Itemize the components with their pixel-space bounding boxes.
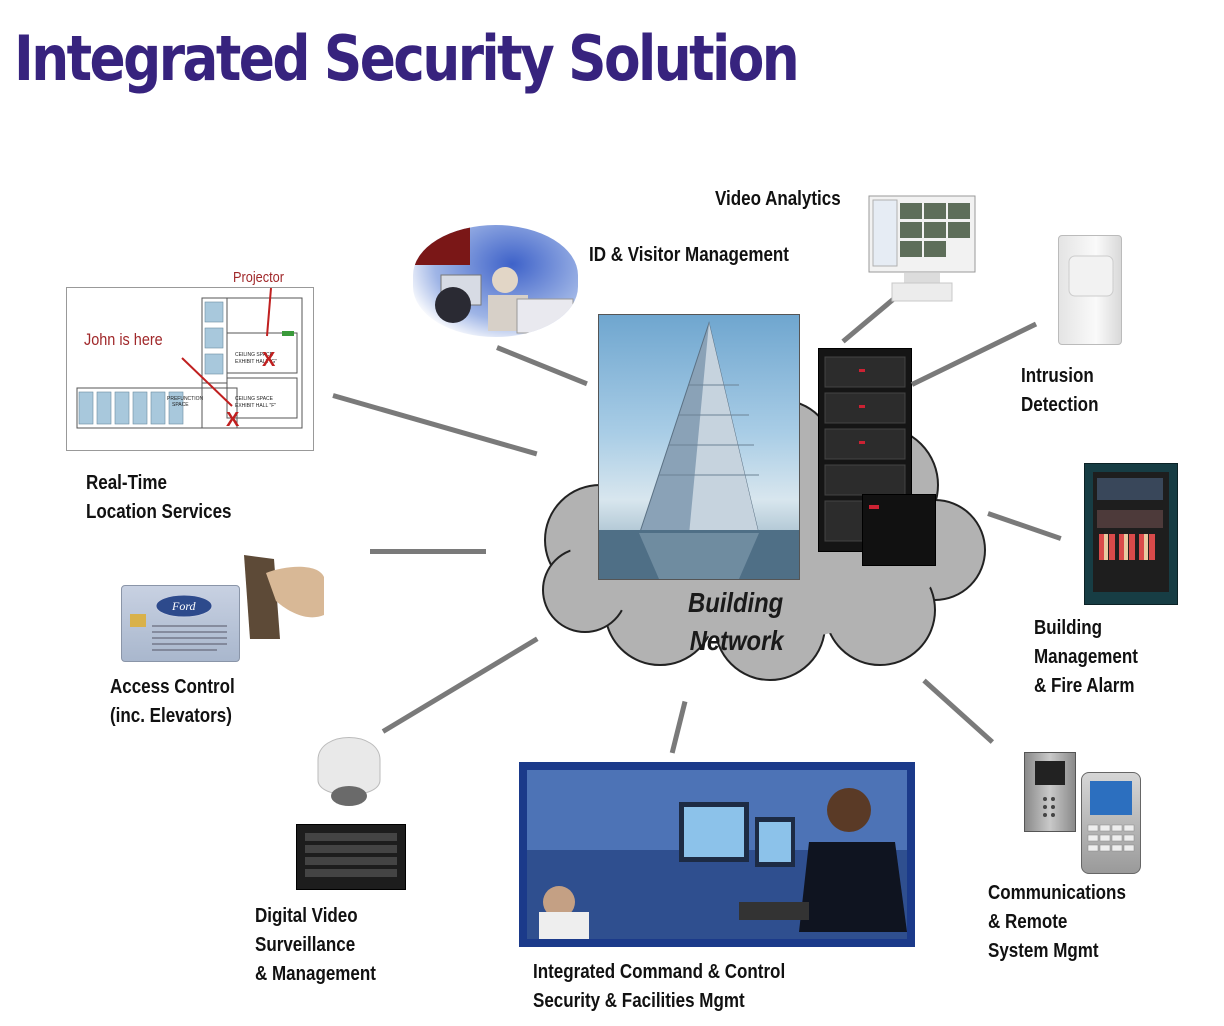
floorplan-room-6: SPACE [172, 402, 189, 408]
projector-annotation: Projector [233, 269, 285, 286]
building-network-label: Building Network [688, 584, 784, 660]
comms-label: Communications & Remote System Mgmt [988, 879, 1126, 966]
floorplan-room-4: EXHIBIT HALL "F" [235, 403, 276, 409]
id-visitor-label-line1: ID & Visitor Management [589, 244, 789, 266]
floorplan-room-3: CEILING SPACE [235, 396, 274, 402]
building-network-label-line2: Network [689, 625, 784, 656]
connector-intrusion [910, 321, 1038, 387]
building-tower-image [598, 314, 800, 580]
intrusion-sensor-image [1058, 235, 1122, 345]
rtls-label-line1: Real-Time [86, 472, 167, 494]
connector-command [669, 700, 688, 754]
server-rack-image [818, 348, 912, 552]
fire-alarm-panel-image [1084, 463, 1178, 605]
comms-label-line3: System Mgmt [988, 940, 1099, 962]
building-network-label-line1: Building [688, 587, 784, 618]
connector-id-visitor [496, 345, 588, 387]
dvs-label: Digital Video Surveillance & Management [255, 902, 376, 989]
command-label: Integrated Command & Control Security & … [533, 958, 785, 1016]
command-label-line2: Security & Facilities Mgmt [533, 990, 745, 1012]
floorplan-room-5: PREFUNCTION [167, 396, 204, 402]
building-mgmt-label: Building Management & Fire Alarm [1034, 614, 1138, 701]
projector-marker: X [262, 349, 276, 371]
access-reader-hand-image [226, 545, 326, 643]
server-tower-image [862, 494, 936, 566]
access-label: Access Control (inc. Elevators) [110, 673, 235, 731]
building-mgmt-label-line2: Management [1034, 646, 1138, 668]
dvs-label-line3: & Management [255, 963, 376, 985]
floorplan-image: CEILING SPACE EXHIBIT HALL "G" CEILING S… [66, 287, 314, 451]
intercom-panel-image [1024, 752, 1076, 832]
access-label-line2: (inc. Elevators) [110, 705, 232, 727]
access-card-image: Ford [121, 585, 240, 662]
smartphone-image [1081, 772, 1141, 874]
video-analytics-label: Video Analytics [715, 185, 841, 214]
intrusion-label-line2: Detection [1021, 394, 1099, 416]
command-label-line1: Integrated Command & Control [533, 961, 786, 983]
john-annotation: John is here [84, 330, 163, 349]
access-label-line1: Access Control [110, 676, 235, 698]
page-title: Integrated Security Solution [14, 22, 800, 95]
id-visitor-label: ID & Visitor Management [589, 241, 789, 270]
video-analytics-monitor-image [868, 195, 976, 303]
video-recorder-image [296, 824, 406, 890]
dvs-label-line2: Surveillance [255, 934, 356, 956]
john-marker: X [226, 409, 240, 431]
rtls-label: Real-Time Location Services [86, 469, 232, 527]
floorplan-room-1: CEILING SPACE [235, 352, 274, 358]
id-visitor-image [413, 225, 578, 337]
comms-label-line1: Communications [988, 882, 1126, 904]
command-center-image [519, 762, 915, 947]
connector-building-mgmt [987, 511, 1062, 541]
dome-camera-image [308, 720, 390, 810]
connector-dvs [381, 636, 539, 734]
video-analytics-label-line1: Video Analytics [715, 188, 841, 210]
building-mgmt-label-line1: Building [1034, 617, 1102, 639]
dvs-label-line1: Digital Video [255, 905, 358, 927]
comms-label-line2: & Remote [988, 911, 1068, 933]
connector-rtls [332, 393, 538, 457]
intrusion-label-line1: Intrusion [1021, 365, 1094, 387]
intrusion-label: Intrusion Detection [1021, 362, 1098, 420]
rtls-label-line2: Location Services [86, 501, 232, 523]
floorplan-room-2: EXHIBIT HALL "G" [235, 359, 277, 365]
connector-access [370, 549, 486, 554]
building-mgmt-label-line3: & Fire Alarm [1034, 675, 1135, 697]
ford-logo: Ford [171, 599, 197, 613]
